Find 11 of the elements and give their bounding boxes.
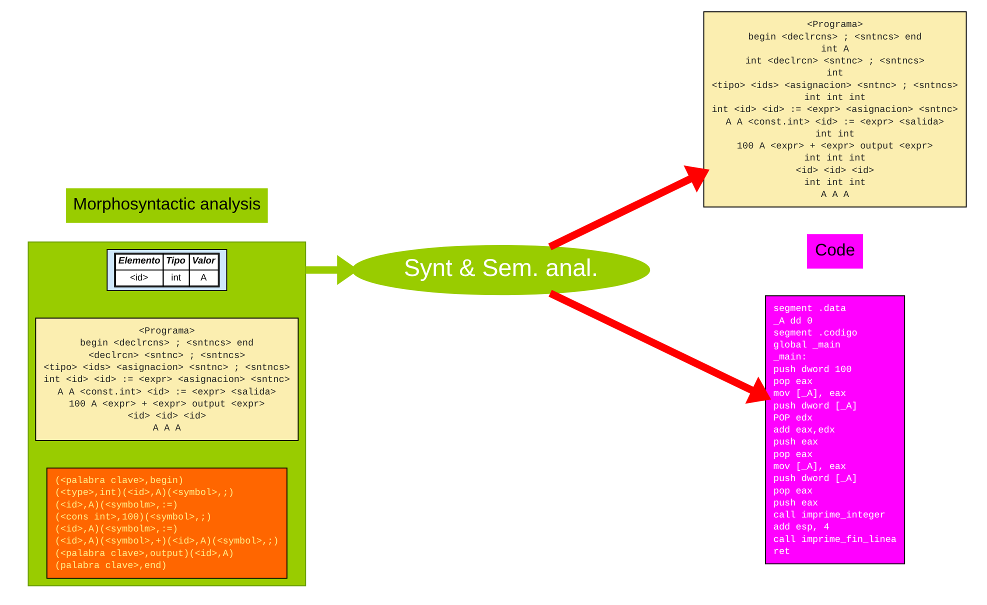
node-box: Elemento Tipo Valor <id> int A: [106, 249, 228, 292]
cluster: [28, 242, 306, 586]
node-box: segment .data _A dd 0 segment .codigo global _main _main: push dword 100 pop eax mov [_A], eax push dword [_A] POP edx add eax,edx push eax pop eax mov [_A], eax push dword [_A] pop eax push eax call imprime_integer add esp, 4 call imprime_fin_linea ret: [764, 295, 906, 564]
node-box: <Programa> begin <declrcns> ; <sntncs> end int A int <declrcn> <sntnc> ; <sntncs> int <tipo> <ids> <asignacion> <sntnc> ; <sntncs> int int int int <id> <id> := <expr> <asignacion> <sntnc> A A <const.int> <id> := <expr> <salida> int int 100 A <expr> + <expr> output <expr> int int int <id> <id> <id> int int int A A A: [703, 11, 967, 208]
node-ellipse: Synt & Sem. anal.: [352, 244, 650, 296]
node-box: (<palabra clave>,begin) (<type>,int)(<id>,A)(<symbol>,;) (<id>,A)(<symbolm>,:=) (<cons int>,100)(<symbol>,;) (<id>,A)(<symbolm>,:=) (<id>,A)(<symbol>,+)(<id>,A)(<symbol>,;) (<palabra clave>,output)(<id>,A) (palabra clave>,end): [46, 468, 288, 579]
arrow: [548, 290, 772, 404]
node-box: <Programa> begin <declrcns> ; <sntncs> end <declrcn> <sntnc> ; <sntncs> <tipo> <ids> <asignacion> <sntnc> ; <sntncs> int <id> <id> := <expr> <asignacion> <sntnc> A A <const.int> <id> := <expr> <salida> 100 A <expr> + <expr> output <expr> <id> <id> <id> A A A: [35, 318, 299, 441]
arrow: [548, 165, 710, 250]
node-box: Morphosyntactic analysis: [66, 188, 268, 223]
node-box: Code: [807, 234, 864, 269]
